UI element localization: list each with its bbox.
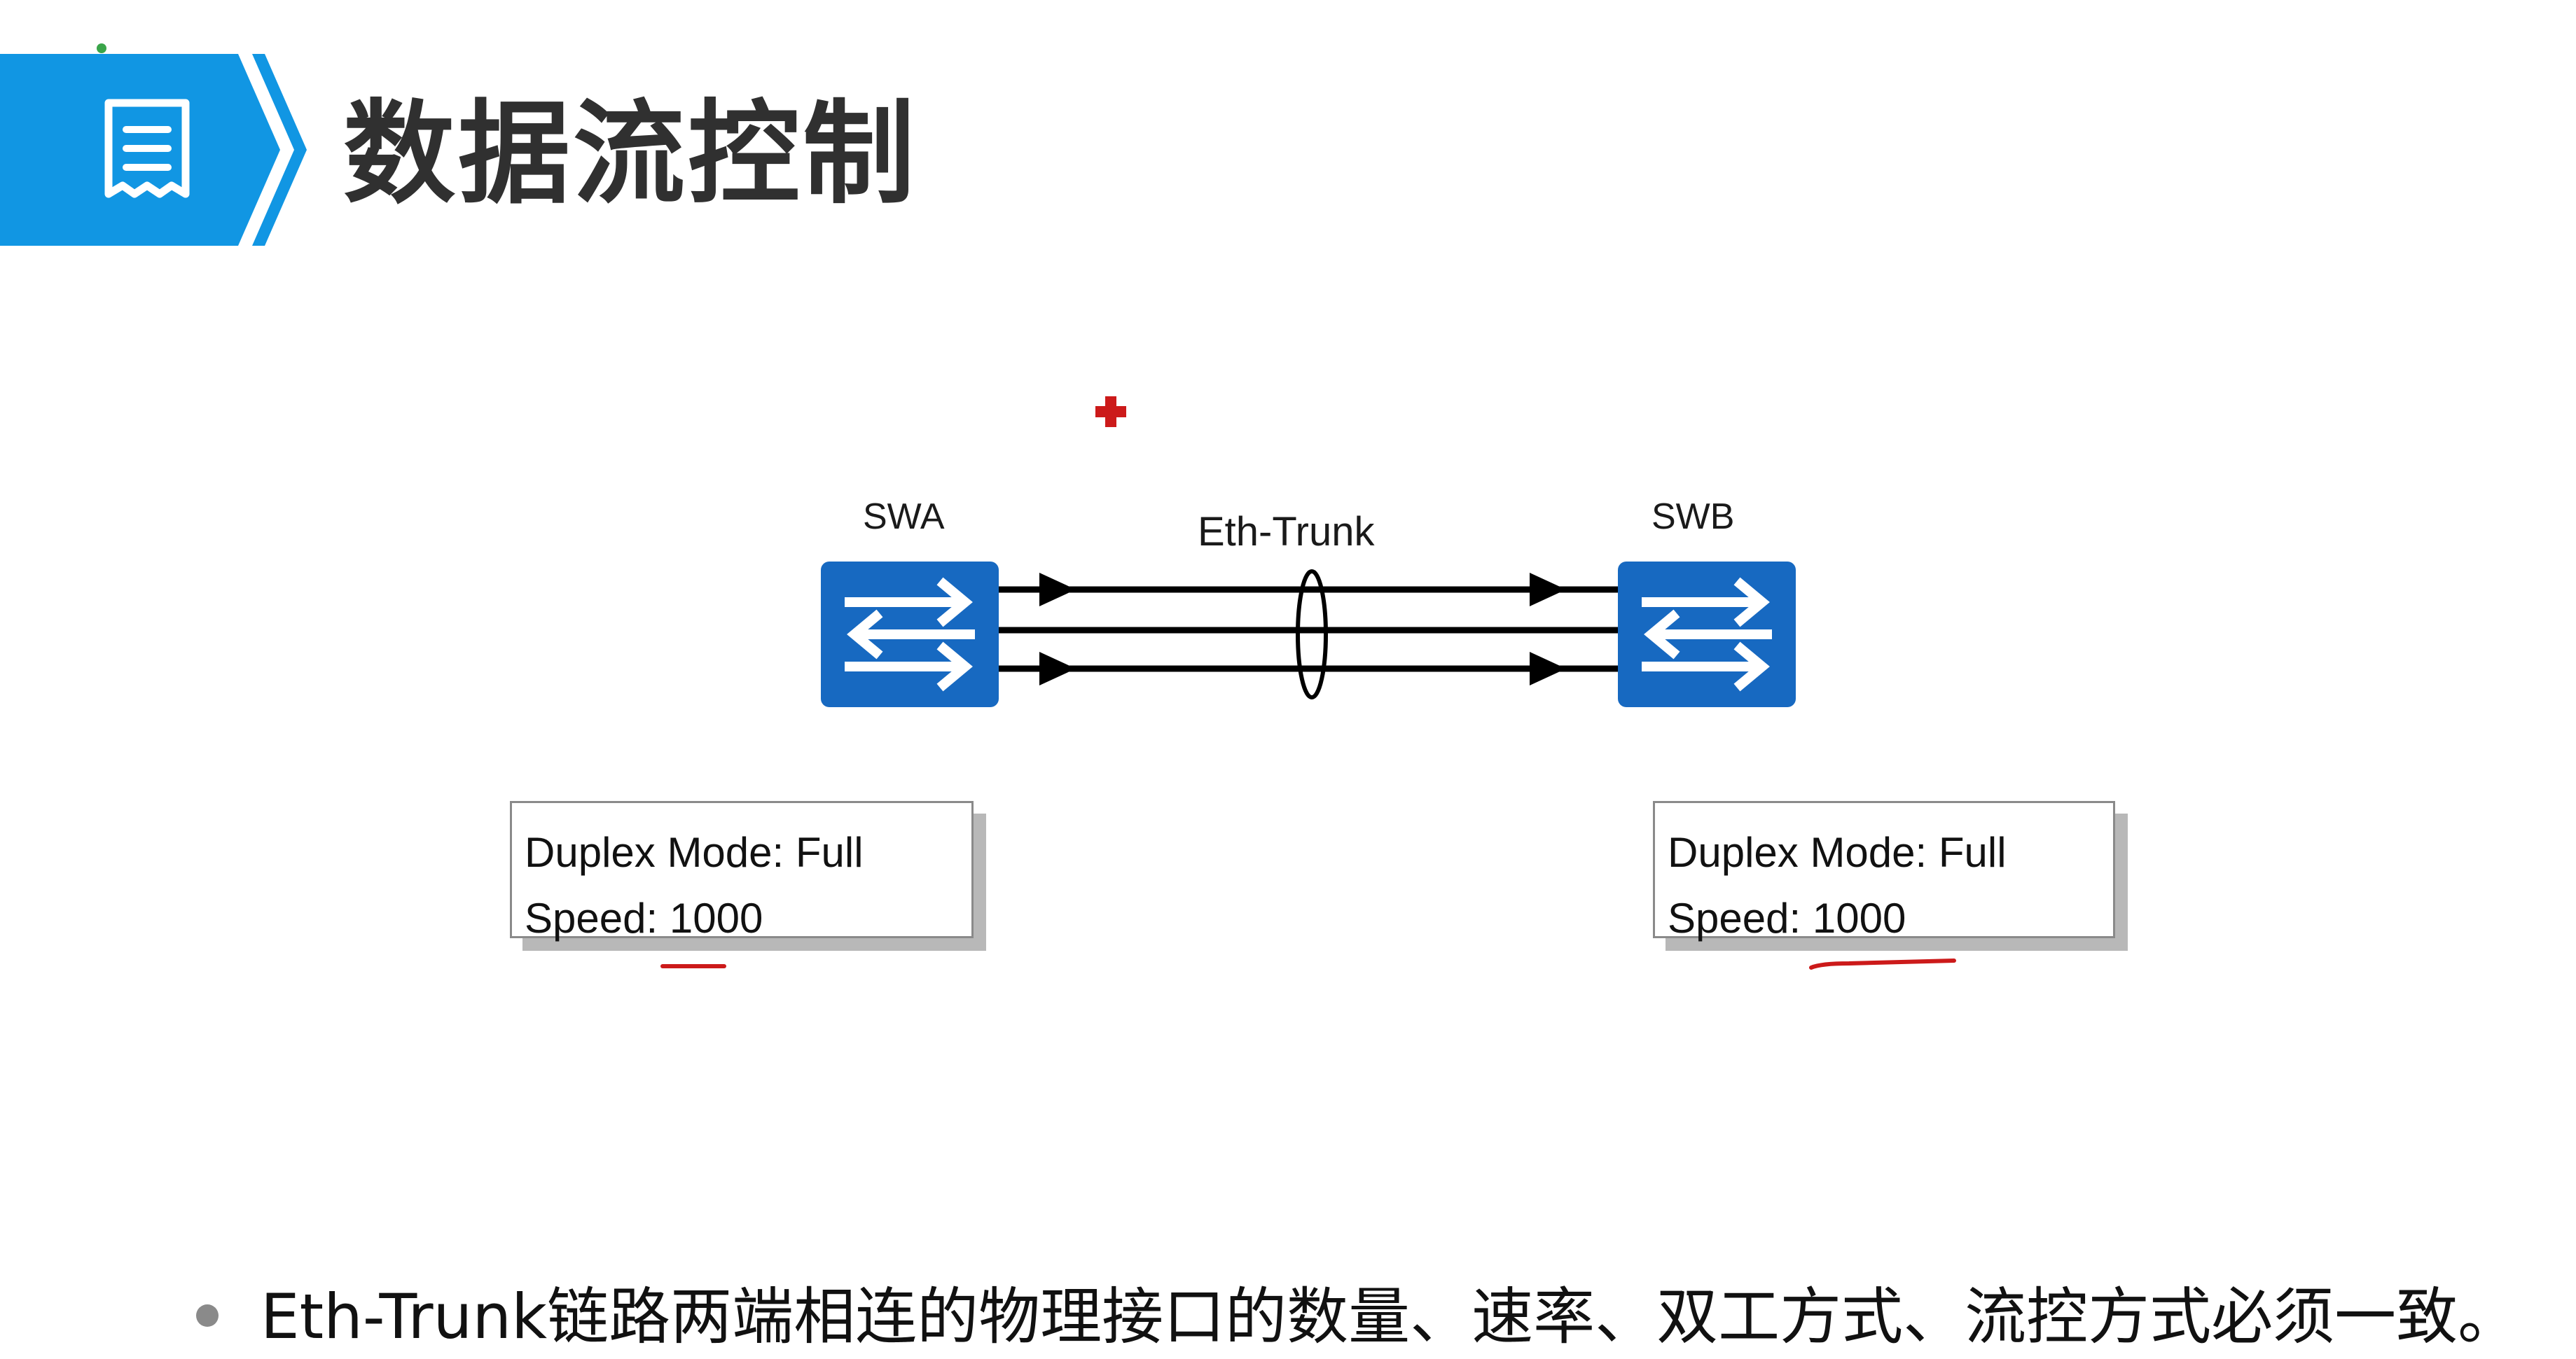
bullet-dot — [196, 1304, 219, 1327]
document-icon — [104, 99, 190, 198]
switch-icon — [1618, 562, 1796, 707]
swb-port-config: Duplex Mode: Full Speed: 1000 — [1653, 801, 2115, 942]
swb-label: SWB — [1651, 496, 1735, 537]
duplex-mode-text: Duplex Mode: Full — [1668, 829, 2007, 876]
speed-text: Speed: 1000 — [1668, 895, 1906, 942]
title-banner — [0, 54, 307, 246]
swa-label: SWA — [863, 496, 945, 537]
bullet-item: Eth-Trunk链路两端相连的物理接口的数量、速率、双工方式、流控方式必须一致… — [196, 1267, 2519, 1356]
cursor-marker-icon — [1095, 396, 1126, 427]
speed-text: Speed: 1000 — [525, 895, 763, 942]
switch-icon — [821, 562, 999, 707]
eth-trunk-label: Eth-Trunk — [1198, 509, 1375, 555]
swa-port-config: Duplex Mode: Full Speed: 1000 — [510, 801, 974, 942]
trunk-links — [999, 569, 1618, 699]
duplex-mode-text: Duplex Mode: Full — [525, 829, 864, 876]
page-title: 数据流控制 — [343, 88, 918, 219]
bullet-text: Eth-Trunk链路两端相连的物理接口的数量、速率、双工方式、流控方式必须一致… — [261, 1281, 2520, 1353]
green-dot — [97, 43, 106, 53]
